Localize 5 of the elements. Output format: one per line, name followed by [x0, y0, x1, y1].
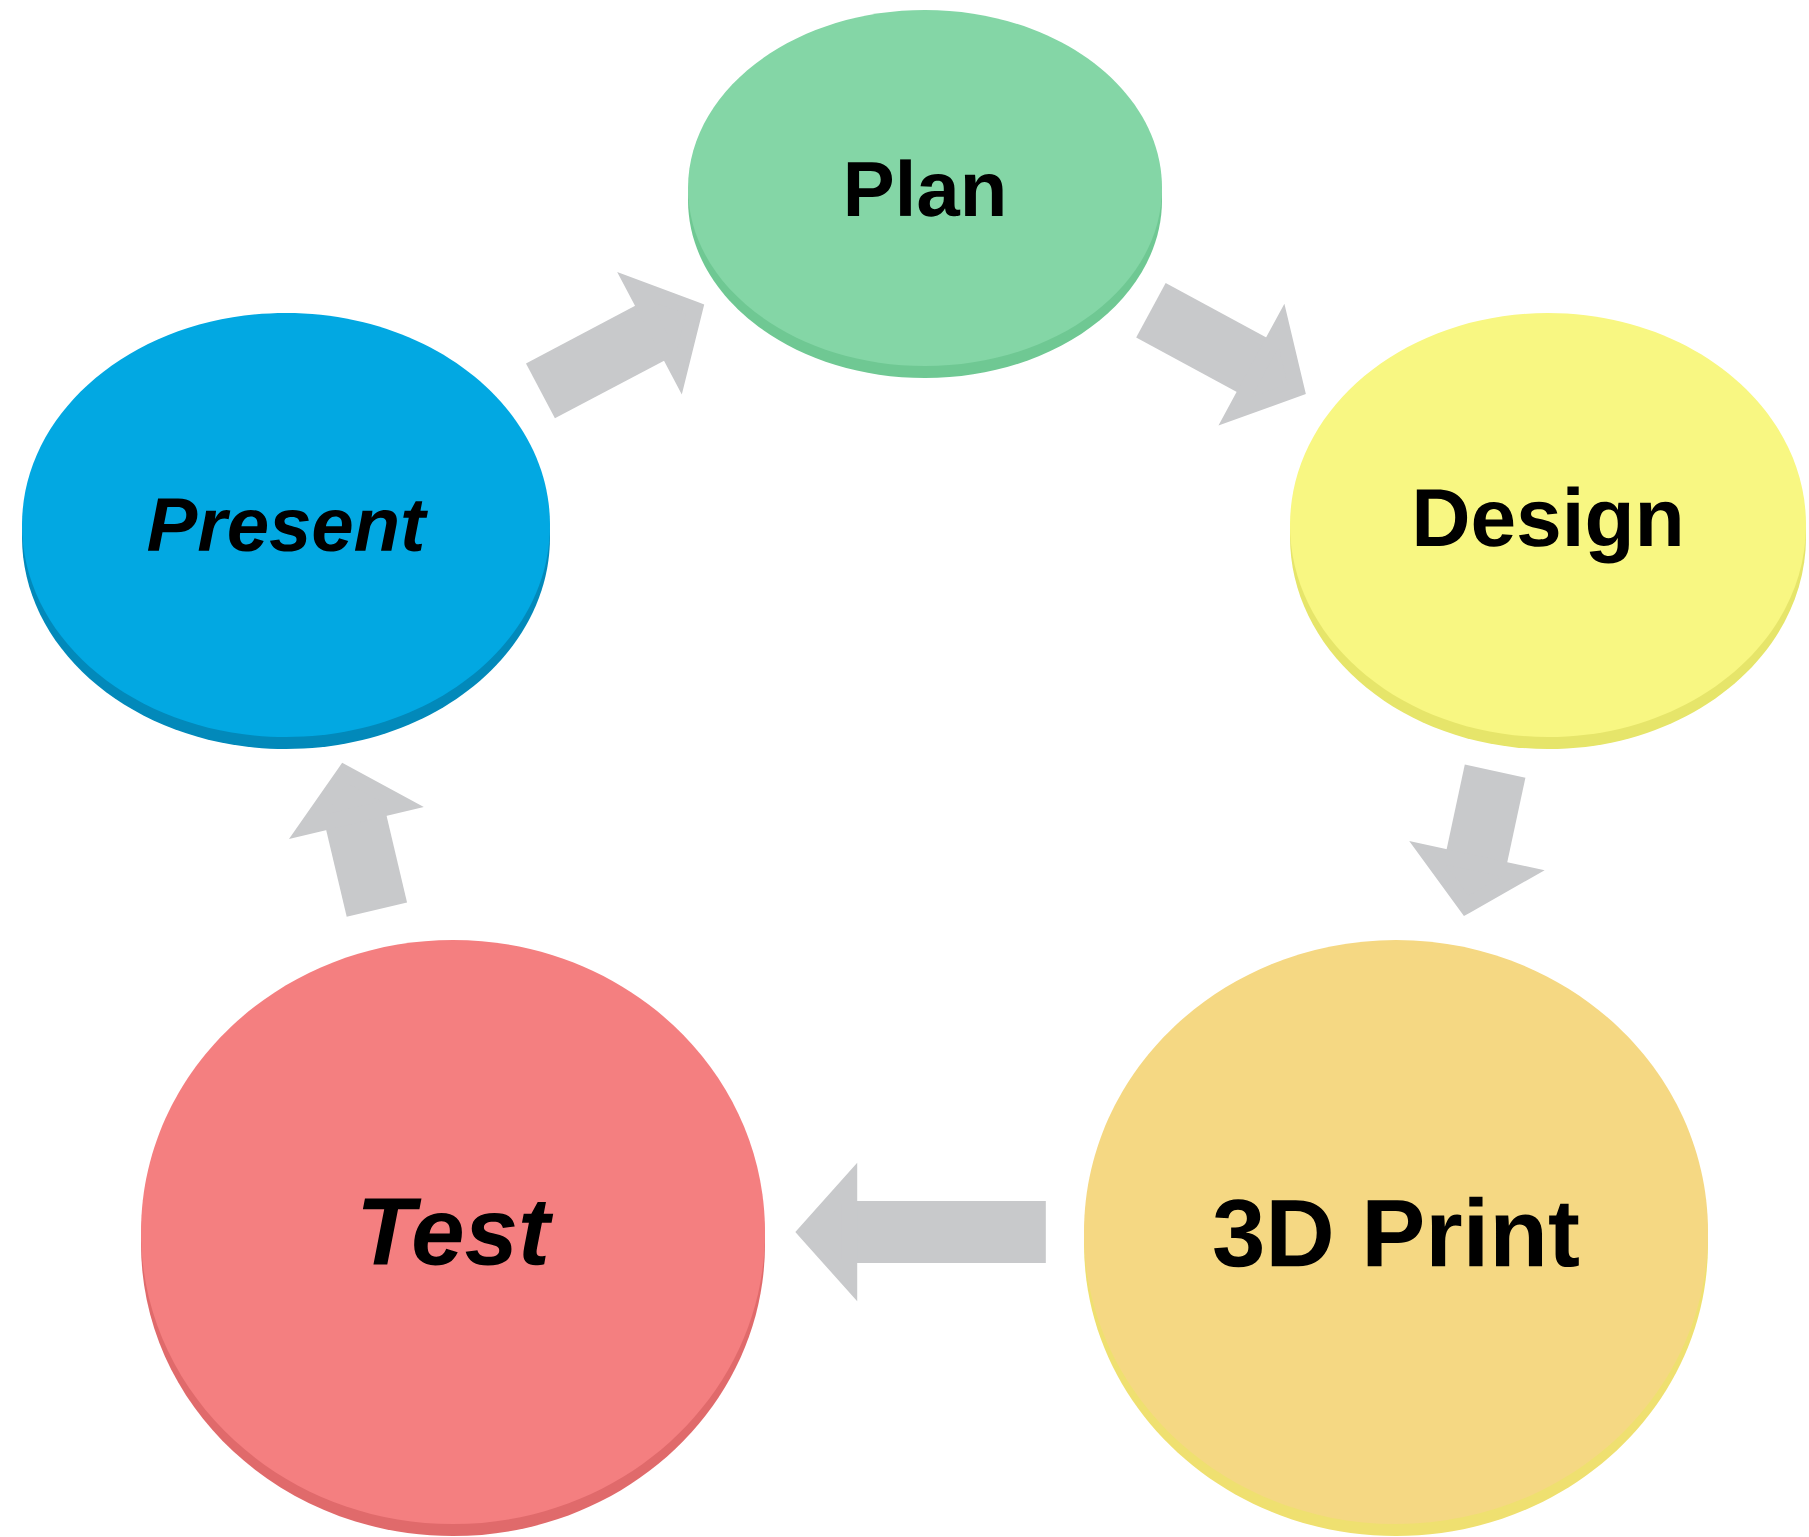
disc: Plan: [688, 10, 1162, 378]
disc: Design: [1290, 313, 1806, 749]
disc: 3D Print: [1084, 940, 1708, 1536]
disc: Test: [141, 940, 765, 1536]
disc: Present: [22, 313, 550, 749]
